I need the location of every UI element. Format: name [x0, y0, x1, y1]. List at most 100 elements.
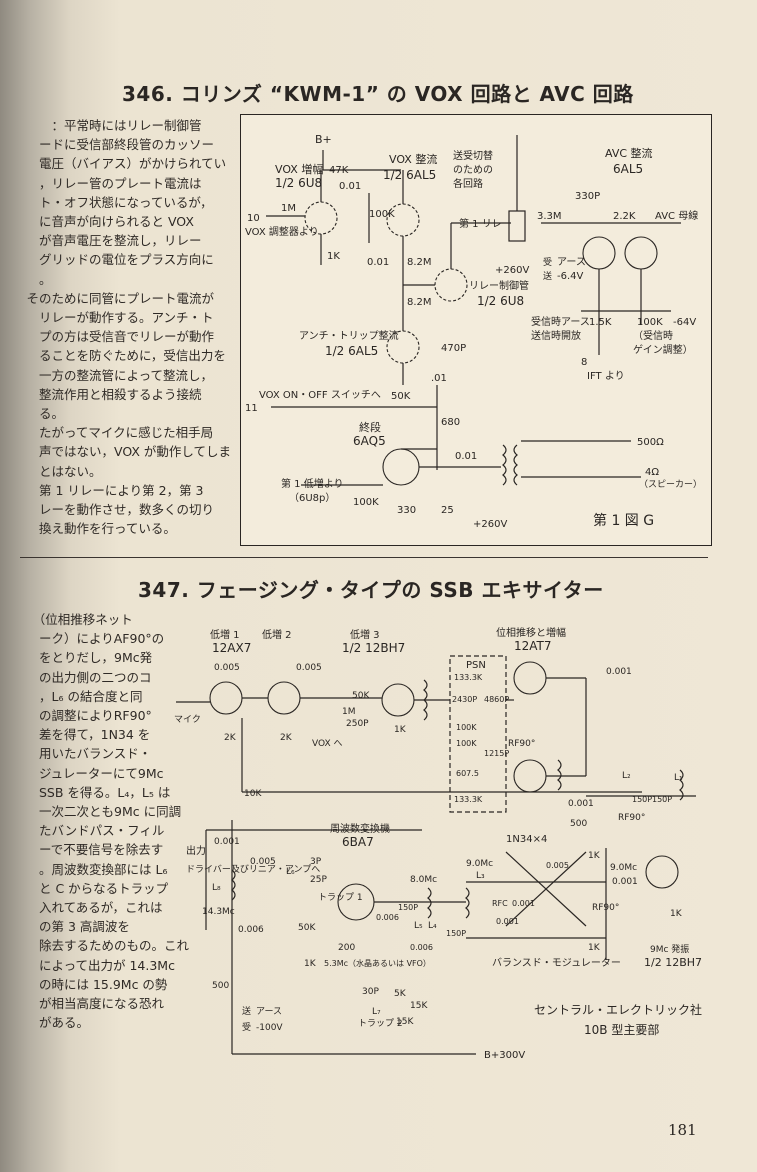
- text-line: の調整によりRF90°: [14, 708, 152, 724]
- label-l8: L₈: [212, 883, 221, 893]
- label-r200: 200: [338, 943, 355, 953]
- label-r50k: 50K: [352, 691, 370, 701]
- label-r-47k: 47K: [329, 165, 349, 176]
- text-line: の時には 15.9Mc の勢: [14, 976, 168, 992]
- label-psn: PSN: [466, 660, 486, 671]
- figure-347-company: セントラル・エレクトリック社: [534, 1002, 702, 1017]
- text-line: ードに受信部終段管のカッソー: [14, 137, 215, 153]
- text-line: （位相推移ネット: [14, 612, 133, 627]
- text-line: ジュレーターにて9Mc: [14, 765, 164, 781]
- label-c150p-d: 150P: [446, 929, 466, 938]
- label-r1k-d: 1K: [588, 851, 601, 861]
- label-xtal: 5.3Mc（水晶あるいは VFO）: [324, 958, 431, 968]
- label-v260b: +260V: [473, 519, 507, 530]
- text-line: 。: [14, 271, 52, 287]
- label-r-100k-b: 100K: [353, 497, 379, 508]
- text-line: 。周波数変換部には L₆: [14, 861, 168, 877]
- label-c0005b: 0.005: [296, 663, 322, 673]
- text-line: 第 1 リレーにより第 2，第 3: [14, 482, 204, 498]
- figure-346-caption: 第 1 図 G: [593, 512, 654, 529]
- label-lo3: 低増 3: [350, 628, 380, 641]
- text-line: ることを防ぐために，受信出力を: [14, 348, 226, 364]
- label-from1: 第 1 低増より: [281, 477, 344, 490]
- label-r-1m: 1M: [281, 203, 296, 214]
- label-c3p: 3P: [310, 857, 322, 867]
- figure-347-model: 10B 型主要部: [584, 1022, 659, 1037]
- label-l5: L₅: [414, 921, 423, 931]
- label-c0006c: 0.006: [410, 943, 433, 952]
- label-c4860p: 4860P: [484, 695, 509, 704]
- text-line: 電圧（バイアス）がかけられてい: [14, 156, 227, 172]
- text-line: たがってマイクに感じた相手局: [14, 425, 214, 441]
- text-line: たバンドパス・フィル: [14, 823, 165, 839]
- label-earth-s: 送: [242, 1005, 251, 1017]
- text-line: ：平常時にはリレー制御管: [14, 118, 202, 133]
- label-osc: 9Mc 発振: [650, 943, 689, 955]
- label-earth-txt347: アース: [256, 1007, 282, 1017]
- label-r500a: 500: [570, 819, 587, 829]
- label-rfc: RFC: [492, 899, 508, 908]
- label-r-33m: 3.3M: [537, 211, 562, 222]
- text-line: そのために同管にプレート電流が: [14, 290, 215, 306]
- label-trap2: トラップ 2: [358, 1018, 403, 1029]
- label-vox-amp-tube: 1/2 6U8: [275, 176, 322, 190]
- label-vox-rect-tube: 1/2 6AL5: [383, 168, 436, 182]
- label-c-001b: 0.01: [367, 257, 389, 268]
- label-balanced: バランスド・モジュレーター: [492, 957, 621, 969]
- text-line: ーで不要信号を除去す: [14, 842, 164, 858]
- label-recv-gain: （受信時: [633, 330, 673, 342]
- label-c6075: 607.5: [456, 769, 479, 778]
- label-l7: L₇: [372, 1007, 381, 1017]
- label-l6: L₆: [286, 867, 295, 877]
- label-trap1: トラップ 1: [318, 892, 363, 903]
- label-c150p-b: 150P: [652, 795, 672, 804]
- label-c0001a: 0.001: [606, 667, 632, 677]
- label-phase: 位相推移と増幅: [496, 626, 566, 639]
- label-from-ift: IFT より: [587, 370, 625, 382]
- label-lo1-tube: 12AX7: [212, 641, 251, 655]
- text-line: をとりだし，9Mc発: [14, 650, 153, 666]
- label-r2k-b: 2K: [280, 733, 293, 743]
- label-l4: L₄: [428, 921, 437, 931]
- text-line: とはない。: [14, 463, 102, 479]
- label-c25p: 25P: [310, 875, 327, 885]
- label-out500: 500Ω: [637, 437, 664, 448]
- text-line: ，L₆ の結合度と同: [14, 688, 143, 704]
- text-line: 一次二次とも9Mc に同調: [14, 804, 182, 820]
- label-mic: マイク: [174, 714, 201, 725]
- label-switch-note2: のための: [453, 164, 493, 176]
- label-mixer-tube: 6BA7: [342, 835, 374, 849]
- text-line: る。: [14, 406, 65, 422]
- label-c0001b: 0.001: [568, 799, 594, 809]
- text-line: が相当高度になる恐れ: [14, 996, 165, 1012]
- label-send-open: 送信時開放: [531, 329, 581, 342]
- label-c1215p: 1215P: [484, 749, 509, 758]
- label-c0005c: 0.005: [250, 857, 276, 867]
- text-line: の第 3 高調波を: [14, 919, 130, 935]
- text-line: 整流作用と相殺するよう接続: [14, 386, 202, 402]
- label-c-001c: 0.01: [455, 451, 477, 462]
- text-line: が音声電圧を整流し，リレー: [14, 233, 202, 249]
- label-r500b: 500: [212, 981, 229, 991]
- text-line: レーを動作させ，数多くの切り: [14, 502, 215, 518]
- label-c0006b: 0.006: [376, 913, 399, 922]
- label-v260a: +260V: [495, 265, 529, 276]
- text-line: 声ではない，VOX が動作してしま: [14, 444, 232, 460]
- label-c2430p: 2430P: [452, 695, 477, 704]
- label-f90a: 9.0Mc: [466, 859, 493, 869]
- section-347-title: 347. フェージング・タイプの SSB エキサイター: [138, 578, 604, 602]
- label-lo3-tube: 1/2 12BH7: [342, 641, 405, 655]
- label-l1: L₁: [674, 773, 683, 783]
- label-switch-note3: 各回路: [453, 177, 483, 190]
- label-b300: B+300V: [484, 1050, 525, 1061]
- label-r100k-b: 100K: [456, 739, 477, 748]
- label-vox-adj: VOX 調整器より: [245, 225, 319, 238]
- label-c-001a: 0.01: [339, 181, 361, 192]
- section-346-text: ：平常時にはリレー制御管 ードに受信部終段管のカッソー 電圧（バイアス）がかけら…: [14, 116, 236, 538]
- figure-346-vox-avc-circuit: B+ VOX 増幅 1/2 6U8 47K 0.01 VOX 整流 1/2 6A…: [240, 114, 712, 546]
- text-line: によって出力が 14.3Mc: [14, 957, 175, 973]
- text-line: SSB を得る。L₄，L₅ は: [14, 784, 171, 800]
- label-l3: L₃: [476, 871, 485, 881]
- label-c0006a: 0.006: [238, 925, 264, 935]
